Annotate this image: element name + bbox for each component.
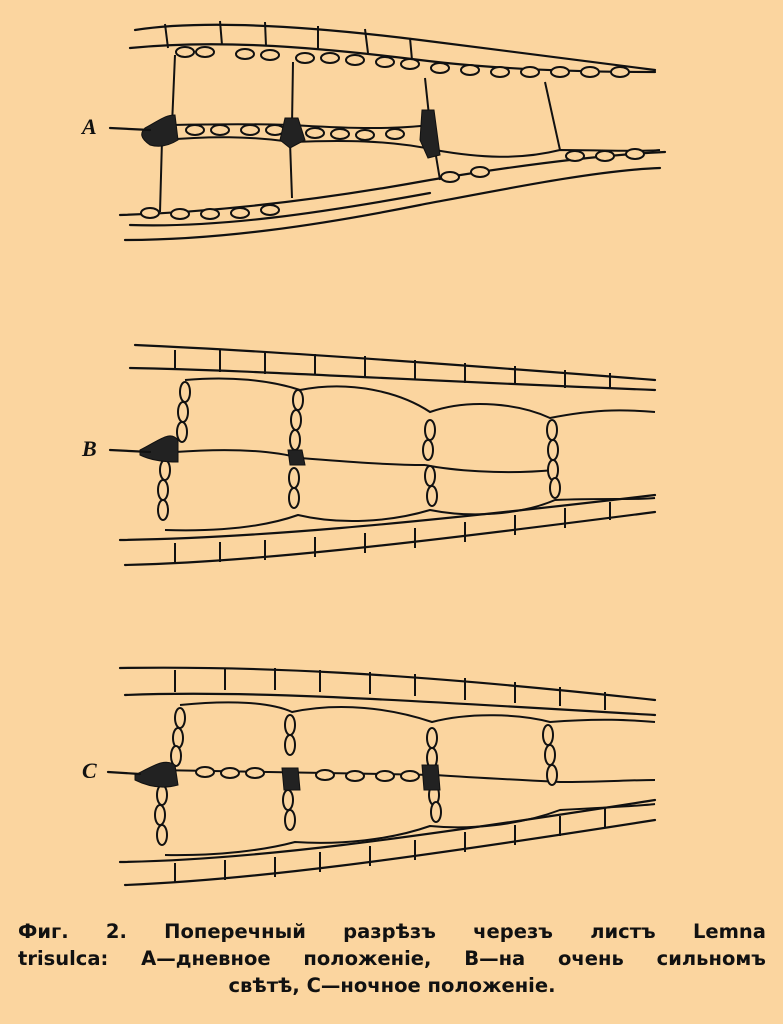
caption-line-3: свѣтѣ, С—ночное положенiе. [228,974,556,997]
label-b: B [82,436,97,461]
label-c: C [82,758,97,783]
figure-caption: Фиг. 2. Поперечный разрѣзъ черезъ листъ … [18,918,766,999]
section-a-daytime [108,20,667,242]
chloroplast-column [157,381,561,521]
leaf-cross-section-figure [106,20,667,887]
caption-line-2: trisulca: А—дневное положенiе, В—на очен… [18,947,766,970]
section-b-strong-light [108,343,657,567]
label-a: A [82,114,97,139]
section-c-night [106,666,657,887]
chloroplast-column [154,707,558,846]
caption-line-1: Фиг. 2. Поперечный разрѣзъ черезъ листъ … [18,920,766,943]
